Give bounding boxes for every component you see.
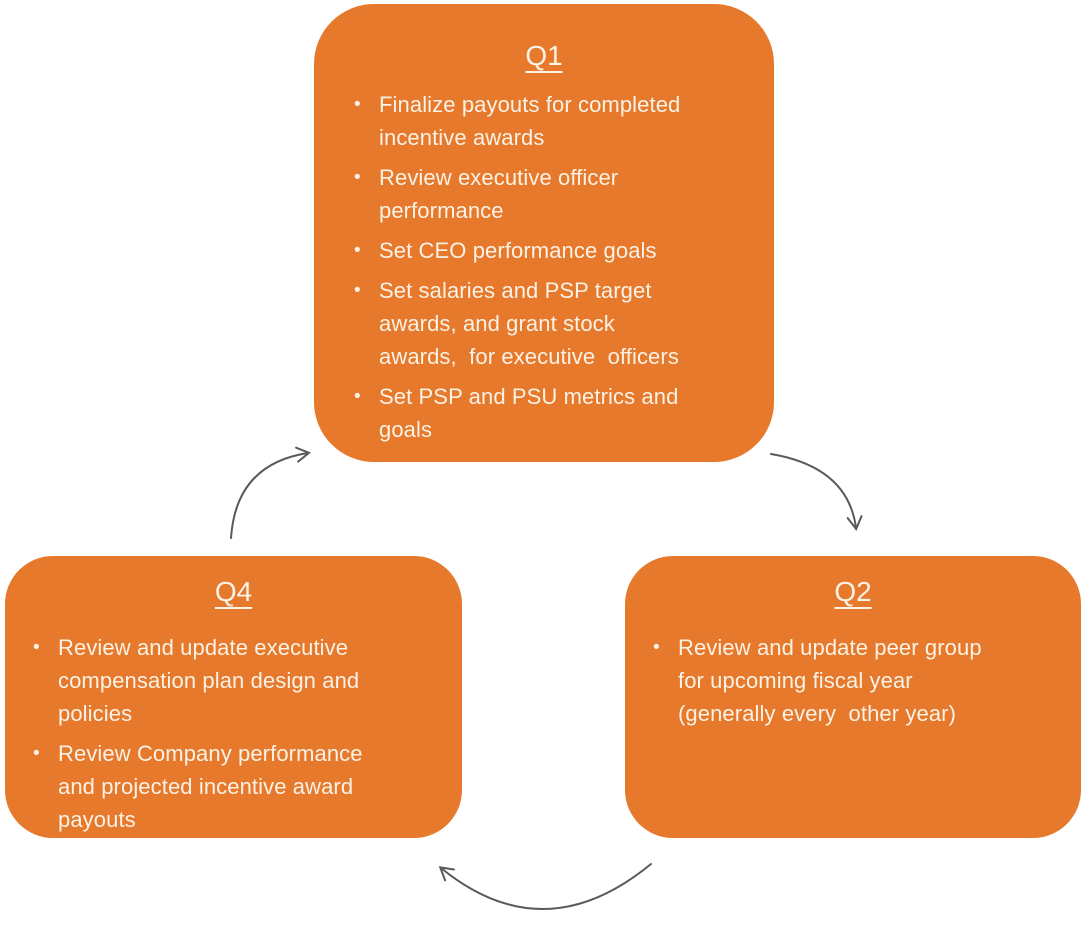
q1-title: Q1 — [525, 40, 563, 71]
bullet-dot-icon: • — [33, 637, 40, 658]
bullet-text: Finalize payouts for completed incentive… — [379, 92, 681, 150]
q1-bullet-1: • Finalize payouts for completed incenti… — [354, 88, 744, 154]
q1-box: Q1 • Finalize payouts for completed ince… — [314, 4, 774, 462]
q1-bullet-list: • Finalize payouts for completed incenti… — [314, 88, 774, 446]
bullet-dot-icon: • — [33, 743, 40, 764]
q4-box: Q4 • Review and update executive compens… — [5, 556, 462, 838]
q1-bullet-2: • Review executive officer performance — [354, 161, 744, 227]
q4-bullet-list: • Review and update executive compensati… — [5, 631, 462, 836]
bullet-text: Review Company performance and projected… — [58, 741, 363, 832]
q4-bullet-1: • Review and update executive compensati… — [33, 631, 436, 730]
arrow-q1-to-q2-icon — [770, 453, 863, 531]
q2-title: Q2 — [834, 576, 872, 607]
bullet-text: Review and update peer group for upcomin… — [678, 635, 982, 726]
arrow-q2-to-q4-icon — [438, 863, 652, 910]
q1-bullet-5: • Set PSP and PSU metrics and goals — [354, 380, 744, 446]
q1-bullet-3: • Set CEO performance goals — [354, 234, 744, 267]
q4-bullet-2: • Review Company performance and project… — [33, 737, 436, 836]
bullet-text: Set PSP and PSU metrics and goals — [379, 384, 679, 442]
bullet-dot-icon: • — [354, 240, 361, 261]
q2-box: Q2 • Review and update peer group for up… — [625, 556, 1081, 838]
bullet-dot-icon: • — [354, 94, 361, 115]
bullet-dot-icon: • — [354, 280, 361, 301]
bullet-text: Review executive officer performance — [379, 165, 619, 223]
bullet-text: Review and update executive compensation… — [58, 635, 360, 726]
bullet-text: Set CEO performance goals — [379, 238, 657, 263]
arrow-q4-to-q1-icon — [230, 446, 311, 539]
bullet-dot-icon: • — [653, 637, 660, 658]
q2-bullet-1: • Review and update peer group for upcom… — [653, 631, 1055, 730]
q4-title: Q4 — [214, 576, 253, 607]
bullet-dot-icon: • — [354, 386, 361, 407]
q1-bullet-4: • Set salaries and PSP target awards, an… — [354, 274, 744, 373]
q2-bullet-list: • Review and update peer group for upcom… — [625, 631, 1081, 730]
bullet-text: Set salaries and PSP target awards, and … — [379, 278, 679, 369]
bullet-dot-icon: • — [354, 167, 361, 188]
